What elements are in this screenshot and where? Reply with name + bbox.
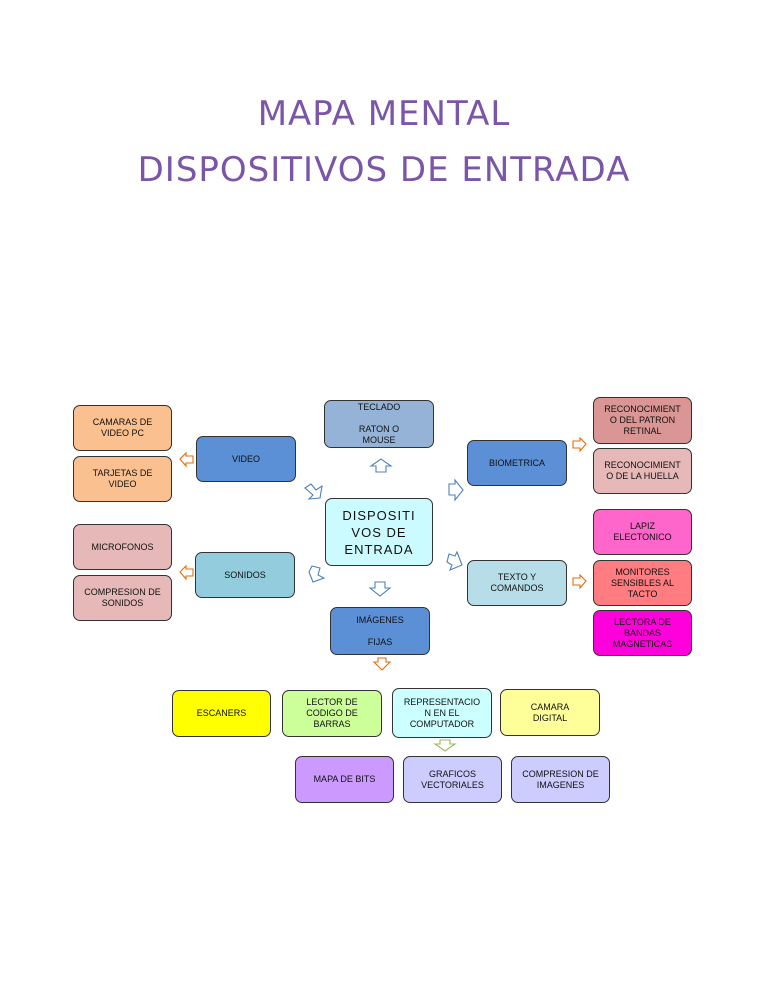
branch-sonidos: SONIDOS: [195, 552, 295, 598]
arrow-left-sonidos-icon: [179, 564, 194, 581]
center-node: DISPOSITI VOS DE ENTRADA: [325, 498, 433, 566]
leaf-lapiz: LAPIZ ELECTONICO: [593, 509, 692, 555]
leaf-lectora-bandas: LECTORA DE BANDAS MAGNETICAS: [593, 610, 692, 656]
page-title: MAPA MENTAL: [257, 94, 511, 134]
arrow-texto-icon: [446, 550, 463, 572]
arrow-up-teclado-icon: [369, 458, 393, 473]
arrow-video-icon: [304, 483, 323, 500]
arrow-down-representacion-icon: [433, 739, 457, 752]
branch-texto: TEXTO Y COMANDOS: [467, 560, 567, 606]
leaf-patron-retinal: RECONOCIMIENT O DEL PATRON RETINAL: [593, 397, 692, 444]
leaf-tarjetas-video: TARJETAS DE VIDEO: [73, 456, 172, 502]
leaf-camara-digital: CAMARA DIGITAL: [500, 689, 600, 736]
arrow-left-video-icon: [179, 451, 194, 468]
arrow-biometrica-icon: [448, 478, 464, 502]
leaf-huella: RECONOCIMIENT O DE LA HUELLA: [593, 448, 692, 494]
leaf-mapa-bits: MAPA DE BITS: [295, 756, 394, 803]
branch-biometrica: BIOMETRICA: [467, 440, 567, 486]
arrow-down-fijas-icon: [372, 657, 392, 671]
arrow-right-biometrica-icon: [572, 436, 587, 453]
leaf-compresion-sonidos: COMPRESION DE SONIDOS: [73, 575, 172, 621]
branch-imagenes: IMÁGENES FIJAS: [330, 607, 430, 655]
arrow-right-texto-icon: [572, 573, 587, 590]
branch-video: VIDEO: [196, 436, 296, 482]
leaf-camaras-video-pc: CAMARAS DE VIDEO PC: [73, 405, 172, 451]
leaf-monitores: MONITORES SENSIBLES AL TACTO: [593, 560, 692, 606]
branch-teclado: TECLADO RATON O MOUSE: [324, 400, 434, 448]
leaf-representacion: REPRESENTACIO N EN EL COMPUTADOR: [392, 688, 492, 738]
arrow-sonidos-icon: [308, 565, 326, 583]
leaf-graficos-vectoriales: GRAFICOS VECTORIALES: [403, 756, 502, 803]
leaf-codigo-barras: LECTOR DE CODIGO DE BARRAS: [282, 690, 382, 737]
leaf-escaners: ESCANERS: [172, 690, 271, 737]
page-subtitle: DISPOSITIVOS DE ENTRADA: [137, 150, 631, 190]
leaf-microfonos: MICROFONOS: [73, 524, 172, 570]
arrow-down-imagenes-icon: [368, 581, 392, 597]
leaf-compresion-imagenes: COMPRESION DE IMAGENES: [511, 756, 610, 803]
